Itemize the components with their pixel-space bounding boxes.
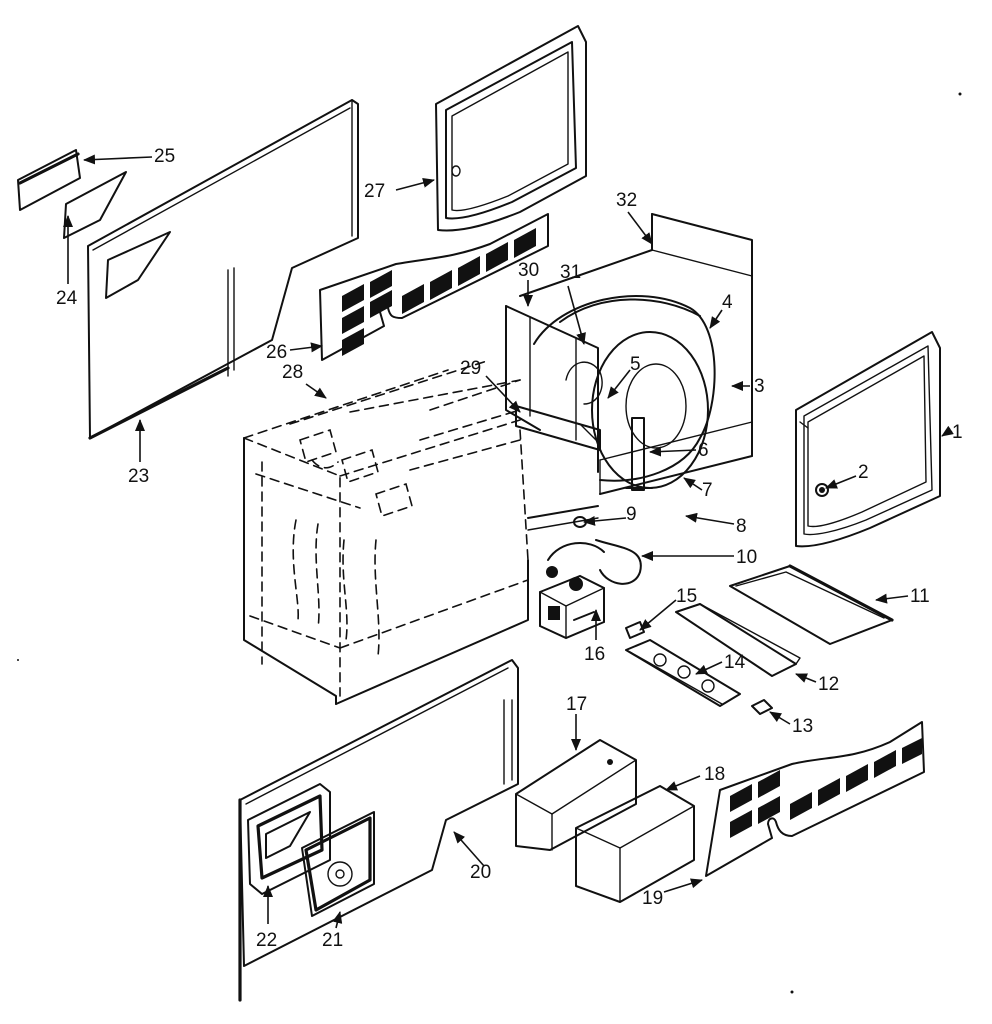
part-32-blower-housing-box <box>519 213 753 495</box>
part-19-louver-panel <box>705 721 925 877</box>
callout-29: 29 <box>460 358 481 379</box>
callout-9: 9 <box>626 504 637 525</box>
part-11-filter-tray <box>729 564 894 645</box>
part-2-knob <box>815 483 829 497</box>
paper-specks <box>17 92 962 994</box>
part-15-clip <box>625 621 645 639</box>
part-8-gas-manifold <box>527 505 642 585</box>
part-17-bottom-tray <box>515 739 637 851</box>
callout-6: 6 <box>698 440 709 461</box>
callout-11: 11 <box>910 586 930 607</box>
callout-4: 4 <box>722 292 733 313</box>
callout-30: 30 <box>518 260 539 281</box>
sight-window-opening <box>105 231 171 299</box>
callout-13: 13 <box>792 716 813 737</box>
callout-8: 8 <box>736 516 747 537</box>
callout-15: 15 <box>676 586 697 607</box>
part-4-blower-scroll <box>533 295 716 489</box>
callout-14: 14 <box>724 652 746 673</box>
callout-10: 10 <box>736 547 757 568</box>
callout-1: 1 <box>952 422 963 443</box>
callout-labels: 25 24 23 27 26 28 29 30 31 32 4 5 3 6 7 … <box>56 146 963 951</box>
callout-32: 32 <box>616 190 637 211</box>
callout-27: 27 <box>364 181 385 202</box>
callout-20: 20 <box>470 862 491 883</box>
leader-lines <box>63 154 954 929</box>
callout-12: 12 <box>818 674 839 695</box>
part-28-cabinet <box>243 359 529 705</box>
part-14-burner <box>625 639 741 707</box>
callout-31: 31 <box>560 262 581 283</box>
part-22-lower-door <box>247 783 331 895</box>
part-18-box <box>575 785 695 903</box>
callout-7: 7 <box>702 480 713 501</box>
callout-18: 18 <box>704 764 725 785</box>
callout-24: 24 <box>56 288 78 309</box>
callout-22: 22 <box>256 930 277 951</box>
callout-28: 28 <box>282 362 303 383</box>
callout-19: 19 <box>642 888 663 909</box>
callout-26: 26 <box>266 342 287 363</box>
callout-25: 25 <box>154 146 175 167</box>
part-21-access-cover <box>301 811 375 917</box>
part-12-deflector <box>675 603 801 677</box>
part-1-side-door <box>795 331 941 548</box>
callout-23: 23 <box>128 466 149 487</box>
part-30-blower-frame <box>505 305 599 473</box>
part-27-door-panel <box>435 25 587 232</box>
callout-21: 21 <box>322 930 343 951</box>
part-25-strip <box>17 149 81 211</box>
part-20-lower-panel <box>238 659 519 1002</box>
callout-17: 17 <box>566 694 587 715</box>
callout-2: 2 <box>858 462 869 483</box>
part-23-side-panel <box>87 99 359 440</box>
part-26-louver-panel <box>319 213 549 361</box>
callout-3: 3 <box>754 376 765 397</box>
part-16-gas-valve <box>539 566 605 640</box>
callout-5: 5 <box>630 354 641 375</box>
part-6-motor-bracket <box>625 417 653 491</box>
part-13-clip <box>751 699 773 715</box>
part-29-mount-bracket <box>515 405 601 451</box>
callout-16: 16 <box>584 644 605 665</box>
